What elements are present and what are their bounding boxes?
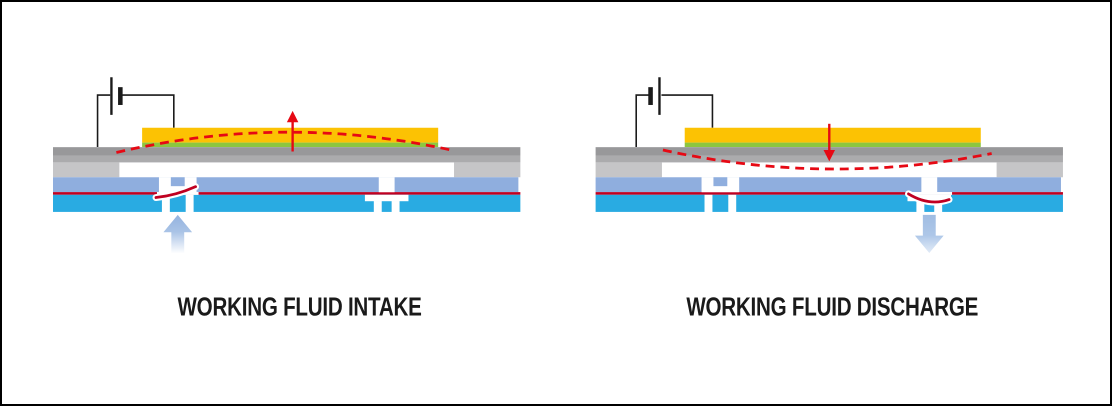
outlet-port [921,177,938,193]
support-right [996,162,1063,178]
inlet-hole-left [704,194,713,213]
valve-film-layer [595,192,1063,195]
outlet-hole-left [373,201,382,213]
inlet-hole-left [161,194,170,213]
outlet-valve-open [905,177,953,213]
discharge-panel: WORKING FLUID DISCHARGE [595,77,1063,321]
inlet-hole-right [185,194,194,213]
outlet-cavity [907,194,952,202]
fluid-intake-arrow-icon [163,214,193,254]
outlet-port [378,177,395,193]
electrode-layer [684,142,981,148]
inlet-flap-open [154,185,197,199]
battery-lead-right [121,94,175,128]
deflection-arrowhead-up [286,110,299,123]
battery-lead-right [661,94,714,128]
support-left [595,162,662,178]
piezo-actuator [142,127,439,143]
outlet-hole-right [934,201,943,213]
film-break [906,192,953,195]
deflection-arrowhead-down [823,150,836,162]
inlet-valve-open [152,177,200,213]
battery-lead-left [635,94,650,148]
outlet-hole-left [916,201,925,213]
intake-panel: WORKING FLUID INTAKE [53,77,521,321]
deflection-curve-up [116,130,454,154]
battery-icon-reversed [635,77,714,148]
deflection-curve-down [662,148,992,171]
membrane-layer-underside [53,155,521,163]
outlet-cavity [364,194,409,202]
valve-film-layer [53,192,521,195]
base-layer [53,194,521,212]
fluid-discharge-arrow-icon [914,214,944,254]
valve-plate-layer [595,177,1061,193]
inlet-hole-right [728,194,737,213]
inlet-valve-closed [701,177,740,213]
support-left [53,162,120,178]
base-layer [595,194,1063,212]
discharge-caption: WORKING FLUID DISCHARGE [686,292,978,321]
battery-icon [96,77,175,148]
piezo-actuator [684,127,981,143]
outlet-flap-open [907,192,951,204]
battery-lead-left [96,94,111,148]
electrode-layer [142,142,439,148]
outlet-hole-right [391,201,400,213]
support-right [454,162,521,178]
membrane-layer [53,147,521,156]
outlet-valve-closed [364,177,409,213]
valve-plate-layer [53,177,519,193]
intake-caption: WORKING FLUID INTAKE [177,292,421,321]
inlet-valve-stop-tab [170,177,185,187]
inlet-valve-stop-tab [713,177,728,187]
